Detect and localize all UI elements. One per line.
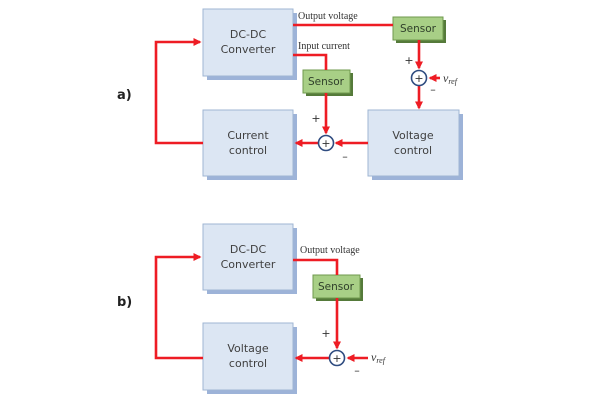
summing-junction-upper: + <box>410 69 428 87</box>
vref-label-b: vref <box>371 350 387 365</box>
voltage-control-block-b: Voltage control <box>202 322 297 394</box>
current-control-block: Current control <box>202 109 297 180</box>
voltage-sensor-label: Sensor <box>400 23 437 35</box>
current-sensor-block: Sensor <box>302 69 353 96</box>
sum-glyph: + <box>321 137 330 150</box>
minus-sign: – <box>342 150 348 163</box>
wire-feedback-to-converter-a <box>154 38 203 145</box>
summing-junction-b: + <box>328 349 346 367</box>
panel-a: a) DC-DC Converter Current control Volta… <box>117 8 463 180</box>
panel-a-label: a) <box>117 88 132 103</box>
converter-label-line1: DC-DC <box>230 243 267 256</box>
voltage-control-label-line2: control <box>229 357 267 370</box>
converter-label-line2: Converter <box>221 258 276 271</box>
input-current-label: Input current <box>298 41 350 52</box>
voltage-sensor-block-a: Sensor <box>392 16 446 43</box>
dc-dc-converter-block-b: DC-DC Converter <box>202 223 297 294</box>
voltage-control-label-line1: Voltage <box>227 342 268 355</box>
dc-dc-converter-block: DC-DC Converter <box>202 8 297 80</box>
panel-b: b) DC-DC Converter Voltage control Senso… <box>117 223 387 394</box>
minus-sign: – <box>354 364 360 377</box>
converter-label-line1: DC-DC <box>230 28 267 41</box>
output-voltage-label-b: Output voltage <box>300 245 360 256</box>
minus-sign: – <box>430 83 436 96</box>
vref-label-a: vref <box>443 71 459 86</box>
wire-feedback-to-converter-b <box>154 253 203 360</box>
summing-junction-lower: + <box>317 134 335 152</box>
voltage-control-label-line2: control <box>394 144 432 157</box>
wire-input-current <box>293 53 328 70</box>
output-voltage-label-a: Output voltage <box>298 11 358 22</box>
plus-sign: + <box>321 327 330 340</box>
wire-output-voltage-b <box>293 258 339 275</box>
voltage-control-label-line1: Voltage <box>392 129 433 142</box>
voltage-control-block-a: Voltage control <box>367 109 463 180</box>
current-sensor-label: Sensor <box>308 76 345 88</box>
converter-label-line2: Converter <box>221 43 276 56</box>
current-control-label-line2: control <box>229 144 267 157</box>
wires-a <box>154 23 440 147</box>
plus-sign: + <box>404 54 413 67</box>
sum-glyph: + <box>414 72 423 85</box>
sum-glyph: + <box>332 352 341 365</box>
panel-b-label: b) <box>117 295 132 310</box>
wires-b <box>154 253 368 362</box>
current-control-label-line1: Current <box>227 129 269 142</box>
voltage-sensor-label: Sensor <box>318 281 355 293</box>
plus-sign: + <box>311 112 320 125</box>
voltage-sensor-block-b: Sensor <box>312 274 363 301</box>
